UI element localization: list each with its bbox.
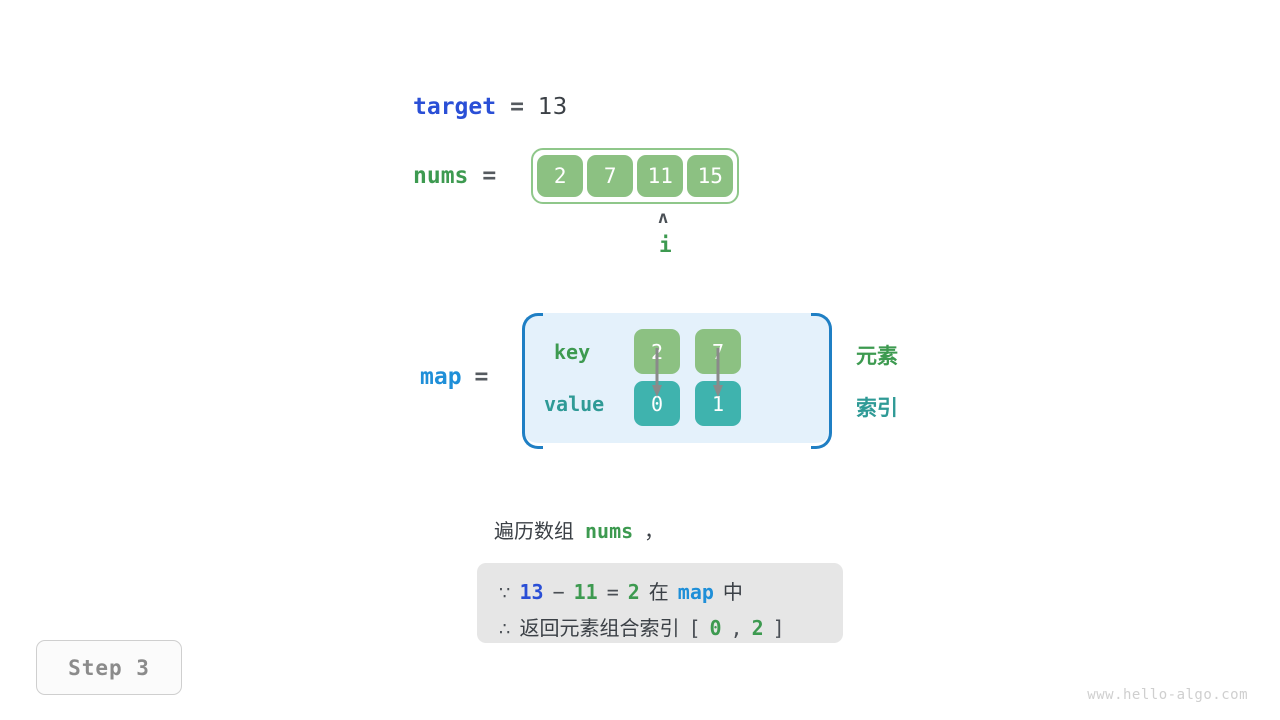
map-equals-sign: =: [474, 364, 489, 390]
result-index-0: 0: [709, 616, 722, 640]
map-declaration: map =: [420, 364, 488, 390]
map-legend-index: 索引: [856, 396, 898, 420]
explanation-target-value: 13: [519, 580, 544, 604]
explanation-map-keyword: map: [677, 580, 714, 604]
explanation-equals-sign: =: [606, 580, 619, 604]
result-bracket-close: ]: [772, 616, 785, 640]
nums-cell-3: 15: [687, 155, 734, 197]
result-comma: ,: [730, 616, 743, 640]
explanation-in-word: 在: [648, 580, 669, 604]
watermark: www.hello-algo.com: [1087, 687, 1248, 703]
explanation-box: ∵ 13 − 11 = 2 在 map 中 ∴ 返回元素组合索引 [ 0 , 2…: [477, 563, 843, 643]
target-equals-sign: =: [510, 94, 524, 120]
caption-text: 遍历数组 nums ，: [494, 515, 664, 544]
result-index-1: 2: [751, 616, 764, 640]
caption-prefix: 遍历数组: [494, 519, 574, 543]
because-symbol-icon: ∵: [499, 583, 511, 604]
map-mapping-arrow-0-icon: [652, 348, 662, 397]
map-legend-element: 元素: [856, 344, 898, 368]
map-variable-name: map: [420, 364, 462, 390]
map-key-row-label: key: [554, 340, 591, 364]
caption-suffix: ，: [644, 519, 665, 543]
explanation-line1-tail: 中: [722, 580, 743, 604]
map-bracket-left-icon: [522, 313, 543, 449]
target-value: 13: [537, 94, 568, 120]
step-badge: Step 3: [36, 640, 182, 695]
result-bracket-open: [: [688, 616, 701, 640]
therefore-symbol-icon: ∴: [499, 619, 511, 640]
explanation-line-1: ∵ 13 − 11 = 2 在 map 中: [499, 576, 743, 605]
index-pointer-label: i: [659, 233, 672, 257]
nums-cell-2: 11: [637, 155, 684, 197]
nums-variable-name: nums: [413, 163, 469, 189]
map-mapping-arrow-1-icon: [713, 348, 723, 397]
explanation-result-text: 返回元素组合索引: [519, 616, 680, 640]
explanation-line-2: ∴ 返回元素组合索引 [ 0 , 2 ]: [499, 612, 785, 641]
explanation-current-value: 11: [573, 580, 598, 604]
target-declaration: target = 13: [413, 94, 567, 120]
nums-cell-0: 2: [537, 155, 584, 197]
explanation-complement-value: 2: [627, 580, 640, 604]
caption-keyword: nums: [585, 519, 634, 543]
map-bracket-right-icon: [811, 313, 832, 449]
nums-declaration: nums = 2 7 11 15: [413, 148, 740, 204]
target-variable-name: target: [413, 94, 497, 120]
nums-cell-1: 7: [587, 155, 634, 197]
explanation-minus-sign: −: [552, 580, 565, 604]
map-value-row-label: value: [544, 392, 605, 416]
nums-equals-sign: =: [482, 163, 497, 189]
nums-array-container: 2 7 11 15: [531, 148, 740, 204]
index-pointer-caret-icon: ʌ: [658, 208, 669, 228]
